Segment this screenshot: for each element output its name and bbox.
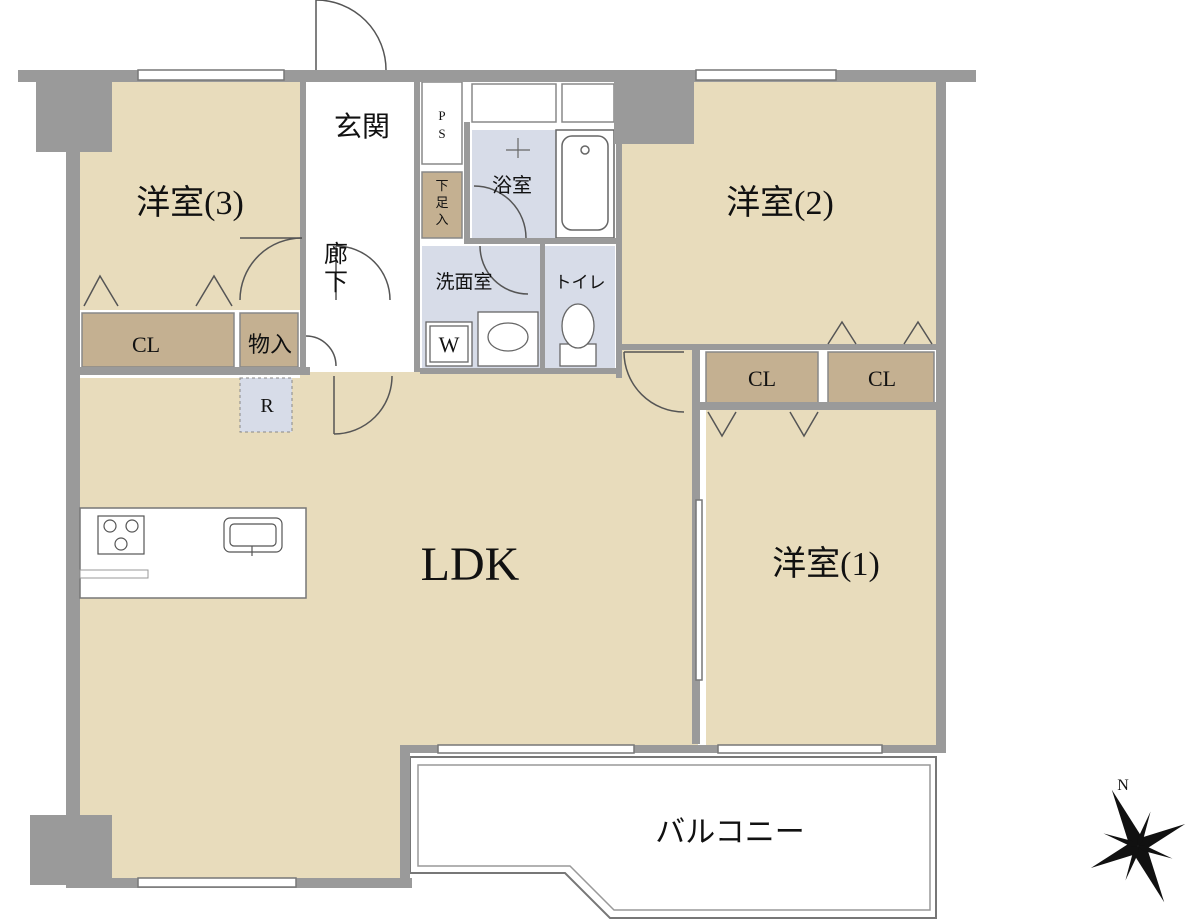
ldk-label: LDK — [421, 538, 520, 591]
bedroom2-label: 洋室(2) — [726, 184, 834, 222]
pipe-shaft-label-1: P — [438, 108, 445, 123]
closet-bedroom3-label: CL — [132, 332, 160, 357]
shoebox-label-1: 下 — [435, 178, 448, 193]
bedroom3-label: 洋室(3) — [136, 184, 244, 222]
balcony-label: バルコニー — [655, 816, 804, 849]
fridge-label: R — [260, 395, 274, 417]
bathroom-floor — [472, 130, 556, 238]
toilet-icon — [559, 303, 597, 367]
washer-label: W — [439, 332, 460, 357]
ldk-floor — [80, 344, 698, 880]
pipe-shaft-label-2: S — [438, 126, 445, 141]
washroom-label: 洗面室 — [435, 271, 492, 293]
shoebox-label-2: 足 — [435, 195, 448, 210]
entrance-label: 玄関 — [334, 111, 390, 143]
shower-icon — [506, 138, 530, 158]
washer-pan — [425, 321, 473, 367]
kitchen-counter — [79, 507, 307, 599]
shoebox — [421, 171, 463, 239]
fridge-space — [239, 377, 293, 433]
bathtub-icon — [561, 135, 609, 231]
compass-rose-icon — [1090, 789, 1186, 903]
tub-area — [555, 129, 615, 239]
upper-cabinet-right — [561, 83, 615, 123]
closet-door-markers — [83, 274, 933, 438]
windows — [137, 69, 883, 888]
storeroom — [239, 312, 299, 368]
hallway-label-1: 廊 — [324, 241, 348, 268]
bathroom-label: 浴室 — [492, 174, 532, 197]
bedroom3-floor — [80, 82, 302, 310]
closet-bedroom2-label: CL — [868, 366, 896, 391]
pipe-shaft — [421, 81, 463, 165]
bedroom1-floor — [706, 410, 936, 745]
upper-cabinet-left — [471, 83, 557, 123]
hallway-label-2: 下 — [324, 270, 348, 296]
closet-bedroom1-label: CL — [748, 366, 776, 391]
bedroom1-label: 洋室(1) — [772, 545, 880, 583]
kitchen-sink-icon — [223, 517, 283, 556]
shoebox-label-3: 入 — [435, 212, 448, 227]
compass-north-label: N — [1117, 777, 1129, 794]
hallway-floor — [306, 82, 414, 372]
storeroom-label: 物入 — [248, 332, 292, 357]
closet-bedroom1 — [705, 351, 819, 407]
stove-icon — [97, 515, 145, 555]
washbasin-icon — [477, 311, 539, 367]
closet-bedroom2 — [827, 351, 935, 407]
closet-bedroom3 — [81, 312, 235, 368]
doors — [239, 0, 685, 435]
toilet-label: トイレ — [555, 273, 606, 292]
